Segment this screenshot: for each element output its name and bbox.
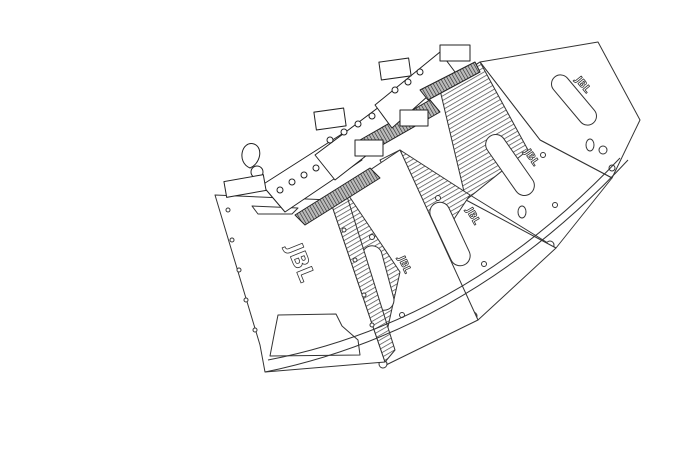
bottom-arc (264, 159, 629, 373)
cabinet-1-front: JBL (214, 189, 396, 373)
cabinet-4: JBL (439, 61, 613, 250)
rigging-hardware (223, 44, 481, 226)
